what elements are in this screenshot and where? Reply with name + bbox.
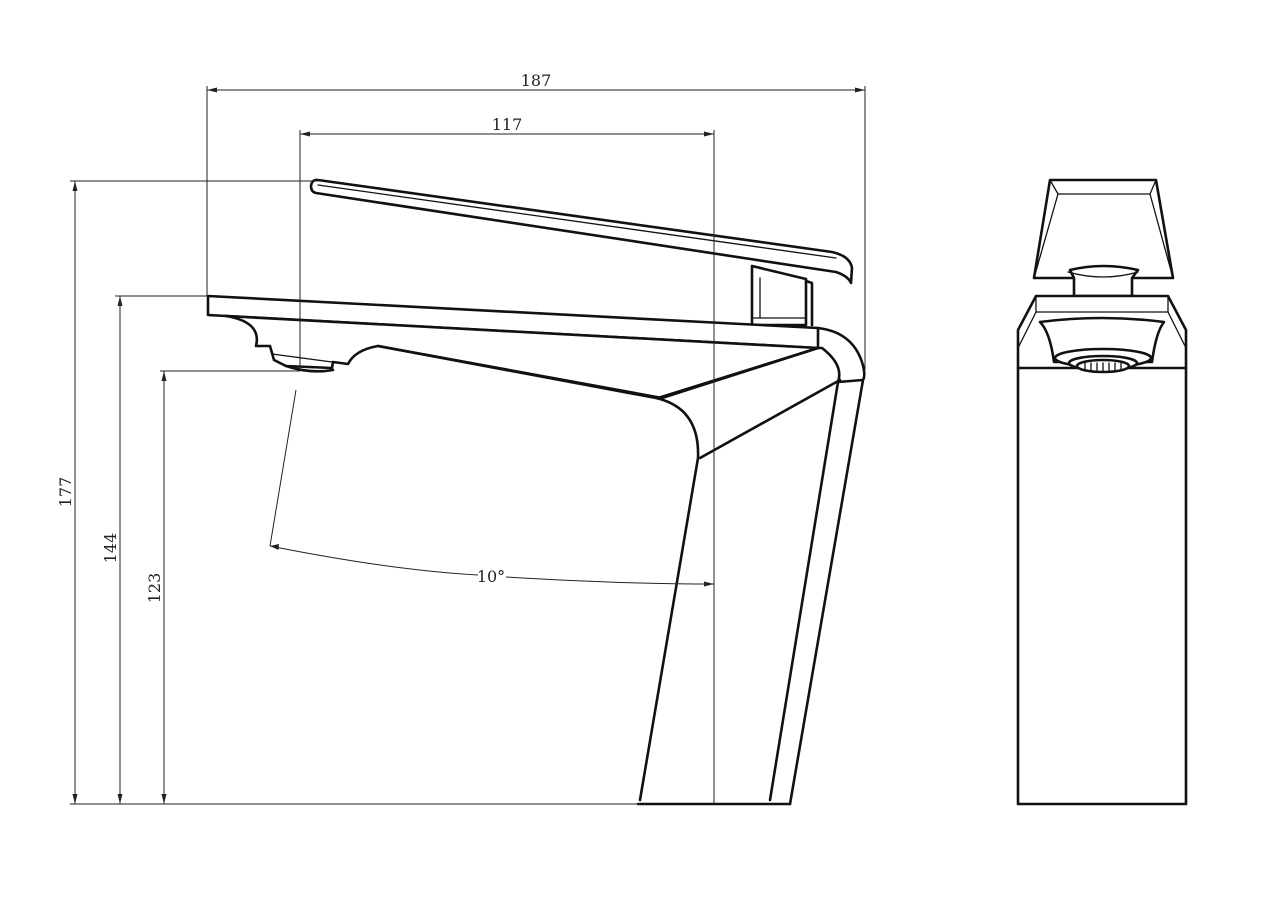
dimension-overall-height: 177 (56, 180, 318, 804)
dimension-spout-top-height: 144 (101, 295, 208, 804)
dimension-label-overall-height: 177 (56, 477, 75, 508)
dimension-label-overall-length: 187 (521, 71, 552, 90)
dimension-outlet-height: 123 (145, 370, 300, 804)
front-handle (1032, 178, 1175, 298)
handle-cartridge (750, 264, 814, 327)
faucet-front-face (376, 344, 842, 802)
handle-lever (309, 178, 854, 285)
faucet-body (636, 378, 865, 806)
side-view: 187 117 177 144 (56, 71, 866, 806)
dimension-label-spout-reach: 117 (492, 115, 523, 134)
spout-underside (224, 314, 820, 400)
dimension-label-spout-top-height: 144 (101, 533, 120, 564)
front-body (1016, 294, 1188, 806)
front-aerator (1038, 316, 1166, 374)
dimension-overall-length: 187 (206, 71, 866, 370)
front-view (1016, 178, 1188, 806)
dimension-tilt-angle: 10° (269, 389, 715, 587)
dimension-label-outlet-height: 123 (145, 573, 164, 604)
dimension-spout-reach: 117 (299, 115, 715, 804)
dimension-label-tilt-angle: 10° (477, 567, 505, 586)
spout-plate (206, 294, 866, 384)
